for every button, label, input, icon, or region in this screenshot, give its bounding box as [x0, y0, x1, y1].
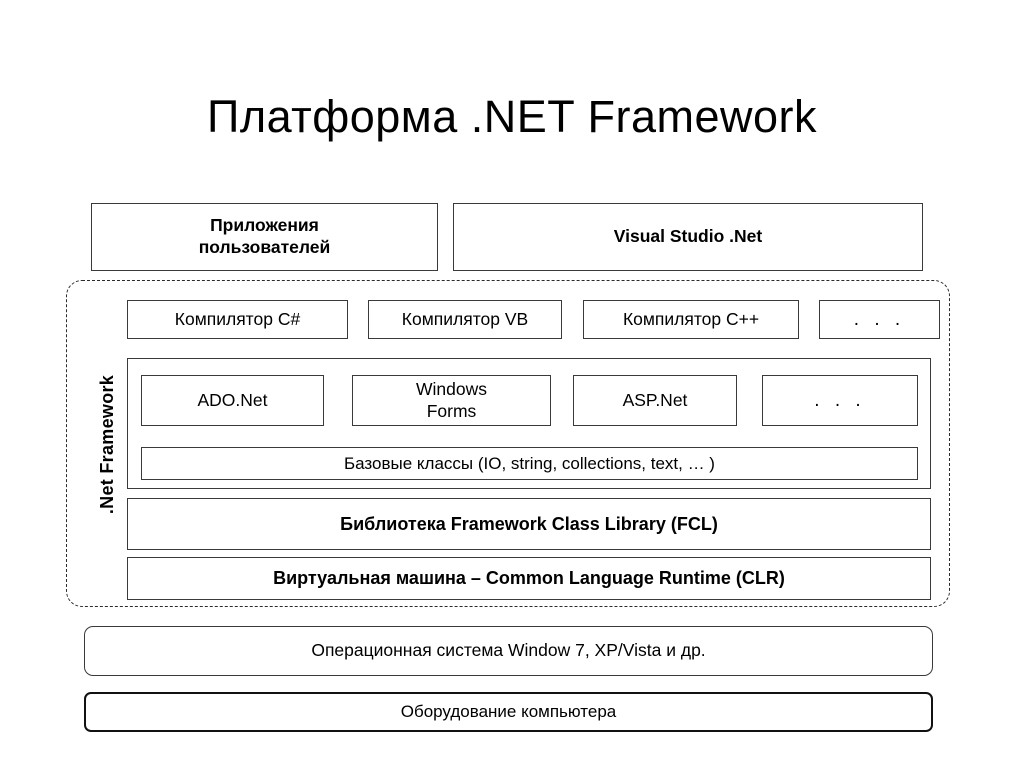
compiler-box-more: . . .	[819, 300, 940, 339]
compiler-box-cpp: Компилятор C++	[583, 300, 799, 339]
base-classes-label: Базовые классы (IO, string, collections,…	[344, 453, 715, 473]
compiler-box-csharp: Компилятор C#	[127, 300, 348, 339]
library-box-ado-net: ADO.Net	[141, 375, 324, 426]
library-box-asp-net: ASP.Net	[573, 375, 737, 426]
clr-label: Виртуальная машина – Common Language Run…	[273, 568, 785, 589]
layer-box-computer-hardware: Оборудование компьютера	[84, 692, 933, 732]
compiler-label-cpp: Компилятор C++	[622, 308, 760, 329]
ellipsis-icon-compilers: . . .	[853, 308, 906, 330]
base-classes-box: Базовые классы (IO, string, collections,…	[141, 447, 918, 480]
layer-label-computer-hardware: Оборудование компьютера	[400, 702, 617, 722]
layer-label-visual-studio: Visual Studio .Net	[613, 226, 763, 247]
compiler-box-vb: Компилятор VB	[368, 300, 562, 339]
library-label-asp-net: ASP.Net	[622, 389, 688, 410]
fcl-label: Библиотека Framework Class Library (FCL)	[340, 513, 718, 534]
page-title: Платформа .NET Framework	[206, 91, 817, 143]
layer-box-operating-system: Операционная система Window 7, XP/Vista …	[84, 626, 933, 676]
compiler-label-vb: Компилятор VB	[401, 308, 529, 329]
clr-box: Виртуальная машина – Common Language Run…	[127, 557, 931, 600]
compiler-label-csharp: Компилятор C#	[174, 308, 301, 329]
fcl-box: Библиотека Framework Class Library (FCL)	[127, 498, 931, 550]
layer-box-visual-studio: Visual Studio .Net	[453, 203, 923, 271]
net-framework-side-label: .Net Framework	[96, 374, 117, 515]
library-box-more: . . .	[762, 375, 918, 426]
ellipsis-icon-libraries: . . .	[814, 389, 866, 411]
library-label-ado-net: ADO.Net	[197, 389, 268, 410]
layer-label-operating-system: Операционная система Window 7, XP/Vista …	[311, 640, 706, 661]
